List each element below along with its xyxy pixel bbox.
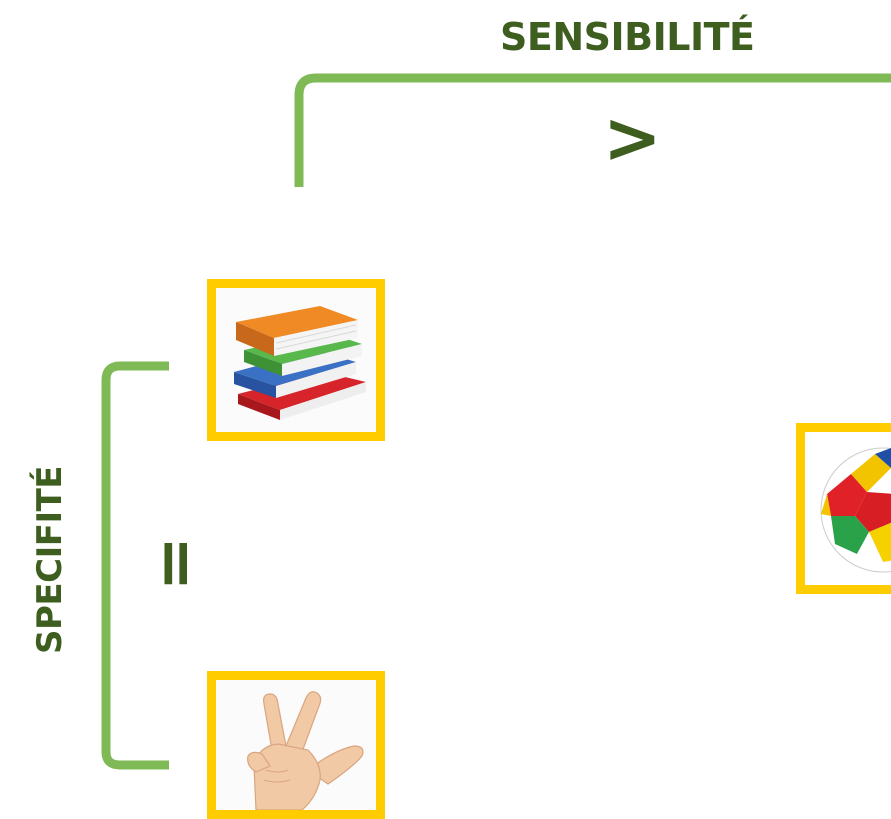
books-image-frame (207, 279, 385, 441)
equals-symbol: = (139, 536, 216, 592)
books-icon (216, 288, 376, 432)
specificity-title: SPECIFITÉ (30, 465, 70, 655)
soccer-ball-icon (805, 432, 891, 585)
hand-image-frame (207, 671, 385, 819)
ball-image-frame (796, 423, 891, 594)
sensitivity-title: SENSIBILITÉ (500, 15, 755, 59)
greater-than-symbol: > (603, 97, 662, 179)
left-bracket (101, 361, 169, 770)
hand-icon (216, 680, 376, 810)
top-bracket (294, 73, 891, 187)
